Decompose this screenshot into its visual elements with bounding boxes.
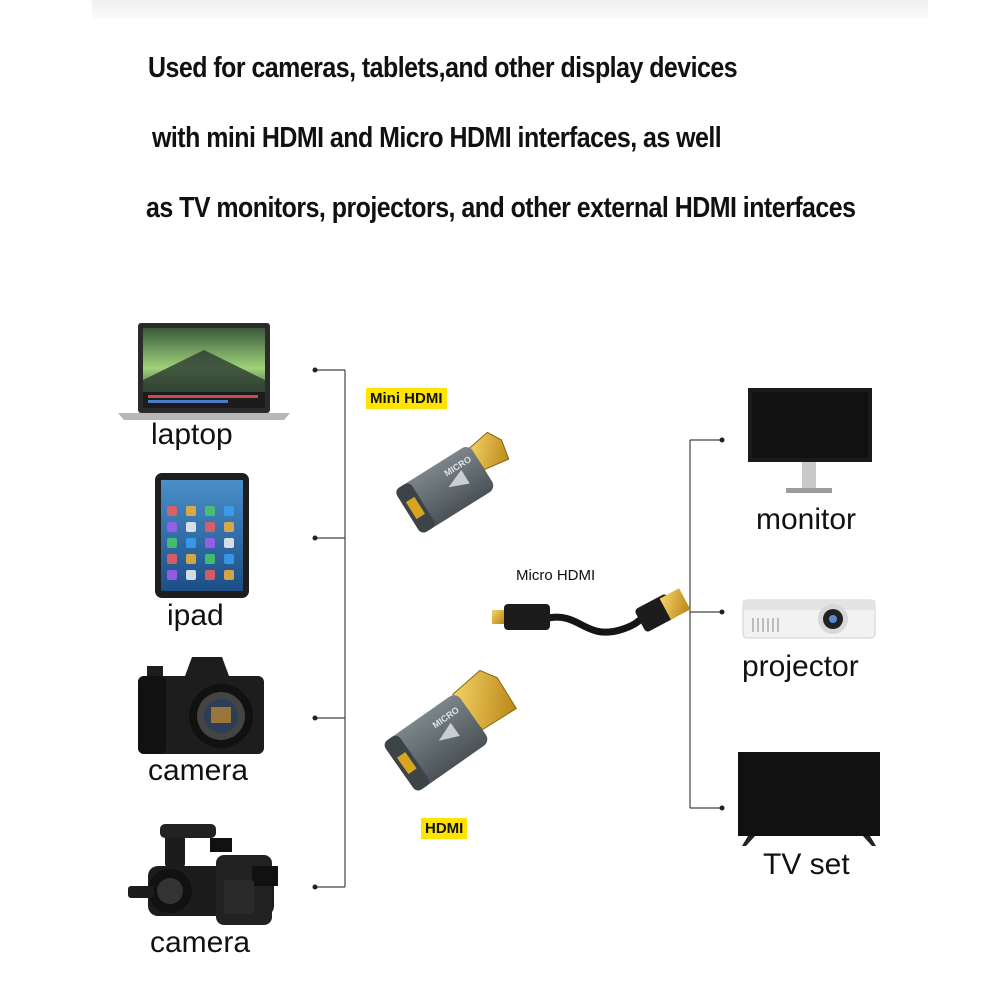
camera-icon [138,657,264,754]
tv-icon [738,752,880,846]
tablet-app-tile [224,538,234,548]
tablet-app-tile [167,570,177,580]
tablet-app-tile [167,506,177,516]
tablet-app-tile [167,554,177,564]
mini-hdmi-tag: Mini HDMI [366,388,447,409]
tablet-app-tile [186,538,196,548]
tablet-app-tile [205,554,215,564]
mini-hdmi-adapter: MICRO [396,431,510,533]
tablet-app-tile [205,570,215,580]
tablet-app-tile [224,570,234,580]
headline-line-1: Used for cameras, tablets,and other disp… [148,52,738,84]
headline-line-2: with mini HDMI and Micro HDMI interfaces… [152,122,722,154]
tablet-app-tile [186,506,196,516]
hdmi-tag: HDMI [421,818,468,839]
tablet-app-tile [224,506,234,516]
display-bracket [689,439,722,809]
tablet-app-tile [167,538,177,548]
source-label-camcorder: camera [150,926,251,959]
tablet-app-tile [205,522,215,532]
source-label-ipad: ipad [167,599,224,632]
tablet-app-tile [186,570,196,580]
source-label-camera: camera [148,754,249,787]
tablet-app-tile [205,506,215,516]
display-label-monitor: monitor [756,503,857,536]
tablet-app-tile [224,522,234,532]
display-label-tv: TV set [763,848,850,881]
hdmi-adapter: MICRO [384,669,517,791]
source-bracket [315,369,346,888]
monitor-icon [748,388,872,493]
micro-hdmi-cable [492,588,691,636]
headline-line-3: as TV monitors, projectors, and other ex… [146,192,856,224]
tablet-app-tile [224,554,234,564]
tablet-app-tile [186,522,196,532]
source-label-laptop: laptop [151,418,233,451]
laptop-icon [118,323,290,420]
projector-icon [742,599,876,639]
tablet-icon [155,473,249,598]
micro-hdmi-cable-label: Micro HDMI [516,567,596,584]
top-band [92,0,928,18]
tablet-app-tile [186,554,196,564]
camcorder-icon [128,824,278,925]
tablet-app-tile [167,522,177,532]
display-label-projector: projector [742,650,859,683]
tablet-app-tile [205,538,215,548]
